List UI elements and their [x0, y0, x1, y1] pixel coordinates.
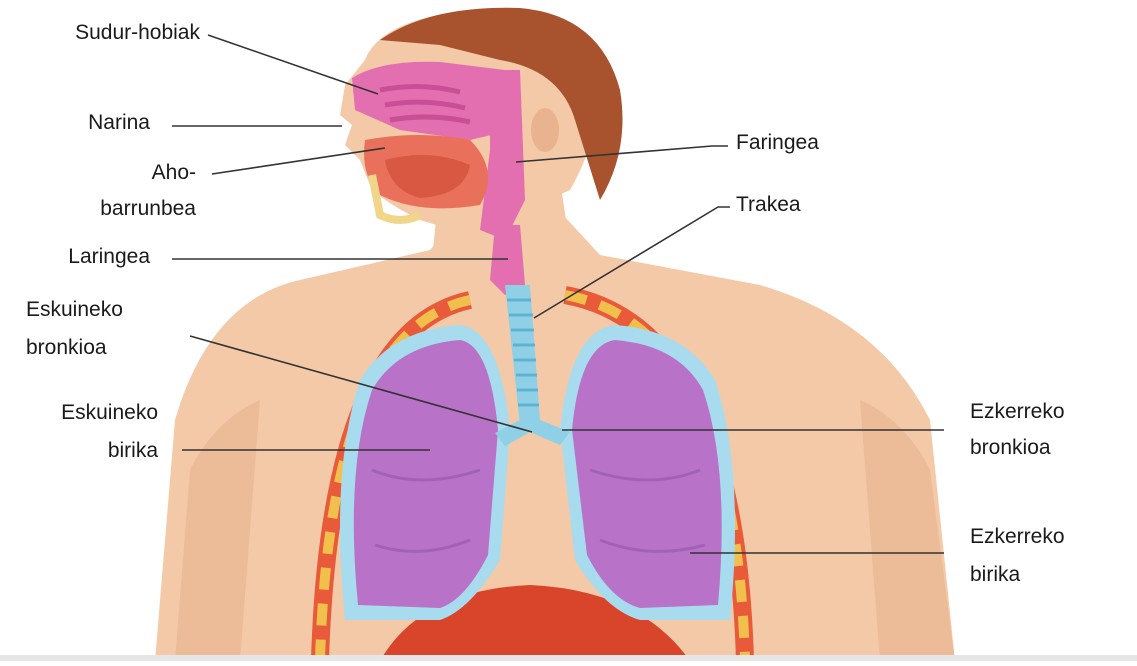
label-ezkerreko-bronkioa-2: bronkioa	[970, 433, 1051, 463]
label-trakea: Trakea	[736, 190, 801, 220]
ear	[531, 108, 559, 152]
label-eskuineko-birika-2: birika	[0, 436, 158, 466]
label-narina: Narina	[0, 108, 150, 138]
label-sudur-hobiak: Sudur-hobiak	[0, 18, 200, 48]
label-ezkerreko-birika-2: birika	[970, 560, 1020, 590]
label-eskuineko-bronkioa-2: bronkioa	[26, 333, 107, 363]
bottom-border	[0, 655, 1137, 661]
label-ezkerreko-bronkioa-1: Ezkerreko	[970, 397, 1065, 427]
label-eskuineko-birika-1: Eskuineko	[0, 398, 158, 428]
leader-sudur-hobiak	[208, 35, 378, 94]
label-faringea: Faringea	[736, 128, 819, 158]
label-aho-line2: barrunbea	[0, 194, 196, 224]
label-aho-line1: Aho-	[0, 158, 196, 188]
label-laringea: Laringea	[0, 242, 150, 272]
larynx	[490, 225, 525, 295]
leader-aho-barrunbea	[212, 148, 385, 174]
label-ezkerreko-birika-1: Ezkerreko	[970, 522, 1065, 552]
label-eskuineko-bronkioa-1: Eskuineko	[26, 295, 123, 325]
